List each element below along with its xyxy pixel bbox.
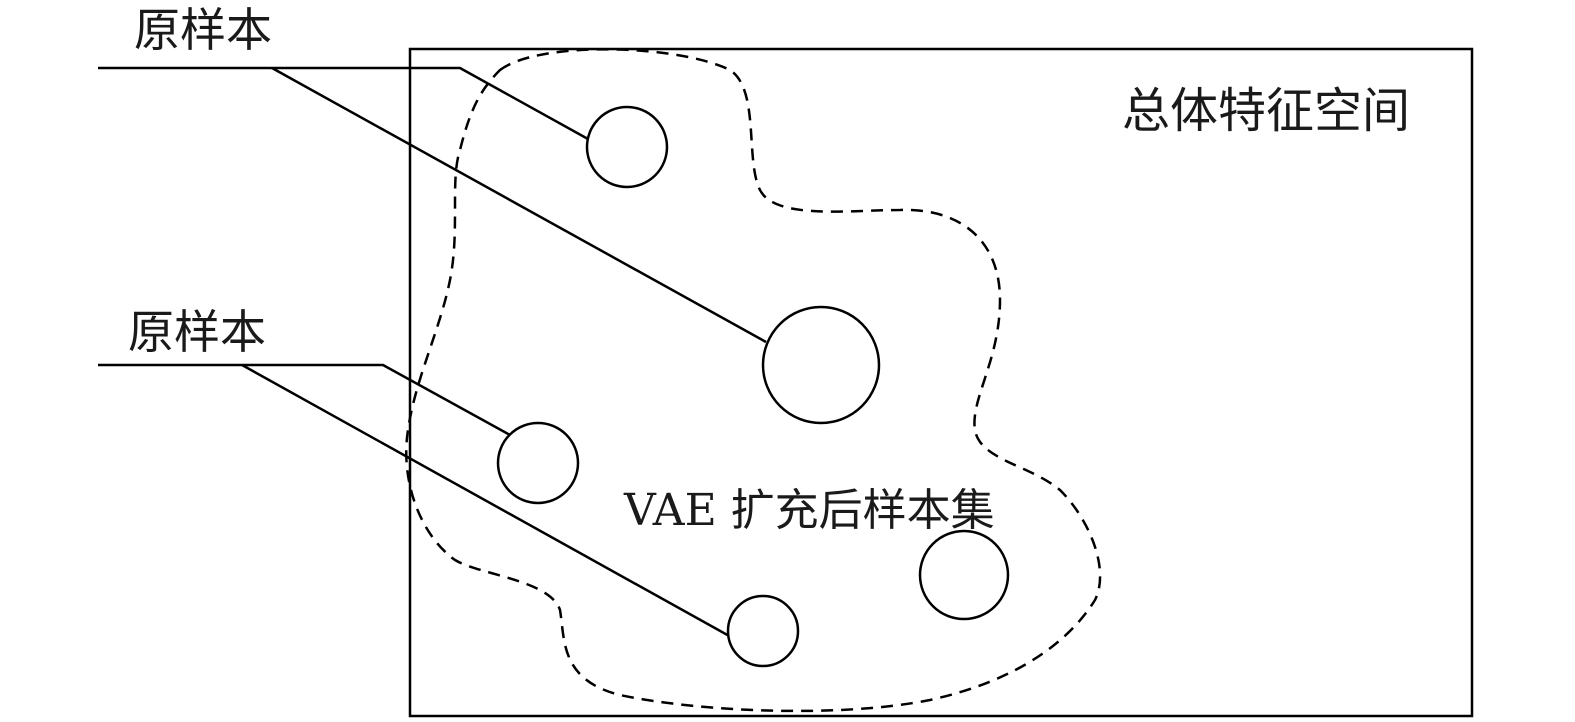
feature-space-label: 总体特征空间 [1122,83,1410,139]
original-sample-circle-2 [761,305,881,425]
original-sample-circle-4 [726,594,800,668]
expanded-sample-circle [918,529,1010,621]
feature-space-boundary [408,47,1474,718]
leader-line-bottom-1 [98,363,511,437]
original-sample-label-bottom: 原样本 [128,305,266,359]
original-sample-label-top: 原样本 [134,3,272,57]
leader-line-top-2 [271,66,767,344]
original-sample-circle-3 [496,421,580,505]
vae-expanded-region [404,48,1102,713]
original-sample-circle-1 [585,105,669,189]
leader-line-bottom-2 [241,363,732,639]
vae-expanded-set-label: VAE 扩充后样本集 [623,485,995,536]
leader-line-top-1 [98,66,589,141]
